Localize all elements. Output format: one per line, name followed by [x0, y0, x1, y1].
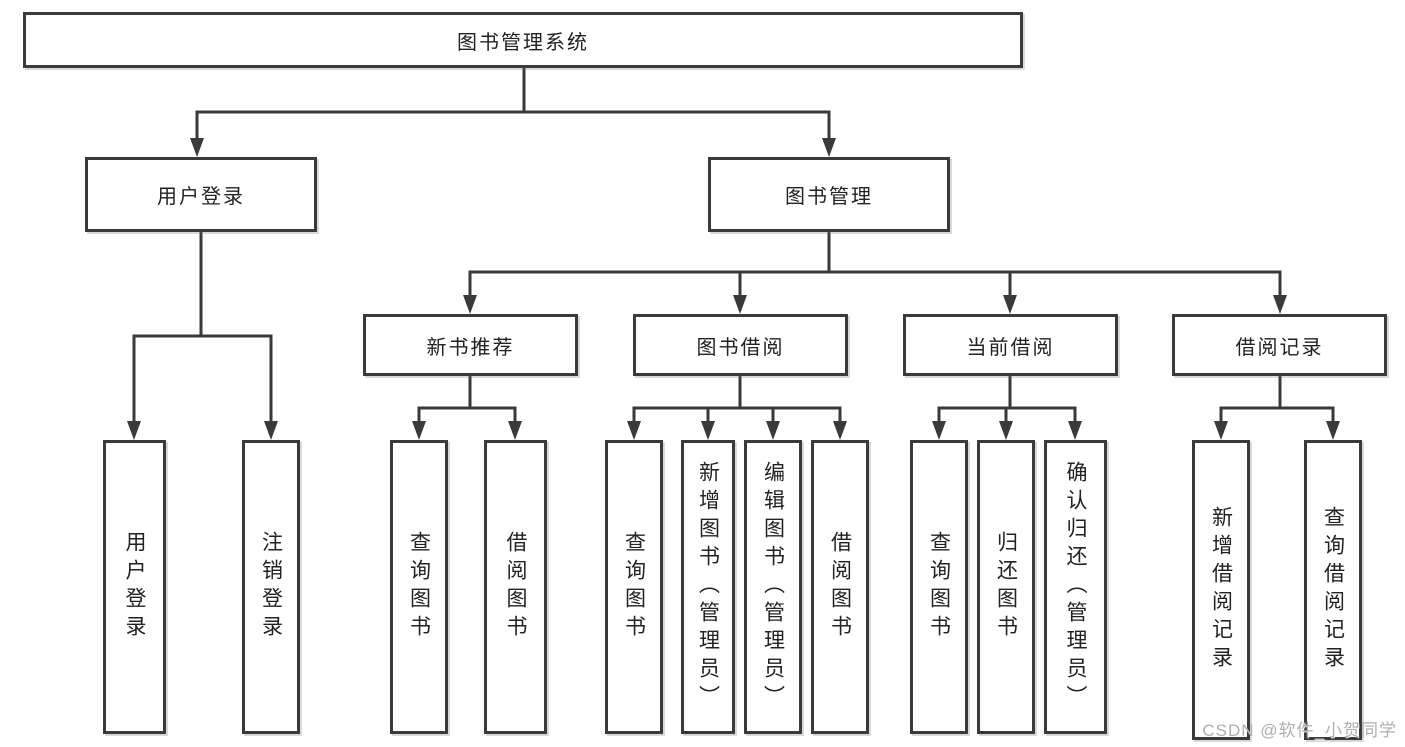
arrowhead [999, 421, 1013, 440]
leaf-user-login-label: 用户登录 [123, 531, 146, 643]
connector-new-book-children [412, 374, 522, 440]
node-library-system-label: 图书管理系统 [457, 31, 589, 54]
leaf-query-books-current-label: 查询图书 [927, 531, 951, 643]
leaf-query-books-borrowing-label: 查询图书 [622, 531, 646, 643]
node-book-borrowing: 图书借阅 [633, 314, 848, 376]
arrowhead [733, 295, 747, 314]
arrowhead [701, 421, 715, 440]
leaf-query-books-borrowing: 查询图书 [605, 440, 663, 734]
leaf-query-borrow-record: 查询借阅记录 [1304, 440, 1362, 740]
arrowhead [1003, 295, 1017, 314]
arrowhead [1068, 421, 1082, 440]
node-book-management-label: 图书管理 [785, 186, 873, 208]
leaf-edit-book-admin-label: 编辑图书（管理员） [761, 461, 785, 713]
leaf-confirm-return-admin: 确认归还（管理员） [1044, 440, 1107, 734]
connector-current-borrowing-children [932, 374, 1082, 440]
leaf-query-books-recommend: 查询图书 [390, 440, 448, 734]
leaf-logout: 注销登录 [242, 440, 300, 734]
leaf-add-borrow-record-label: 新增借阅记录 [1209, 506, 1233, 674]
node-borrow-records: 借阅记录 [1172, 314, 1387, 376]
leaf-return-books: 归还图书 [977, 440, 1035, 734]
arrowhead [1326, 421, 1340, 440]
arrowhead [627, 421, 641, 440]
arrowhead [766, 421, 780, 440]
connector-root-to-level2 [190, 66, 836, 157]
leaf-logout-label: 注销登录 [259, 531, 283, 643]
node-current-borrowing-label: 当前借阅 [966, 336, 1055, 359]
node-library-system: 图书管理系统 [23, 12, 1023, 68]
connector-user-login-children [127, 230, 278, 440]
leaf-query-books-current: 查询图书 [910, 440, 968, 734]
node-new-book-recommend-label: 新书推荐 [426, 336, 515, 359]
leaf-borrow-books-recommend: 借阅图书 [484, 440, 547, 734]
leaf-query-borrow-record-label: 查询借阅记录 [1321, 506, 1345, 674]
node-user-login-label: 用户登录 [157, 186, 245, 208]
arrowhead [508, 421, 522, 440]
arrowhead [190, 138, 204, 157]
leaf-confirm-return-admin-label: 确认归还（管理员） [1064, 461, 1087, 713]
arrowhead [463, 295, 477, 314]
connector-book-management-to-level3 [463, 230, 1287, 314]
connector-borrow-records-children [1214, 374, 1340, 440]
csdn-watermark: CSDN @软件_小贺同学 [1202, 721, 1397, 740]
leaf-edit-book-admin: 编辑图书（管理员） [744, 440, 802, 734]
leaf-add-book-admin-label: 新增图书（管理员） [696, 461, 720, 713]
arrowhead [1273, 295, 1287, 314]
leaf-add-borrow-record: 新增借阅记录 [1192, 440, 1250, 740]
arrowhead [1214, 421, 1228, 440]
arrowhead [264, 421, 278, 440]
node-current-borrowing: 当前借阅 [903, 314, 1118, 376]
connector-book-borrowing-children [627, 374, 847, 440]
leaf-user-login: 用户登录 [103, 440, 166, 734]
node-borrow-records-label: 借阅记录 [1235, 336, 1324, 359]
leaf-query-books-recommend-label: 查询图书 [407, 531, 431, 643]
node-book-management: 图书管理 [708, 157, 950, 232]
node-new-book-recommend: 新书推荐 [363, 314, 578, 376]
arrowhead [932, 421, 946, 440]
arrowhead [822, 138, 836, 157]
node-user-login: 用户登录 [85, 157, 317, 232]
leaf-borrow-books-label: 借阅图书 [828, 531, 852, 643]
arrowhead [412, 421, 426, 440]
leaf-borrow-books-recommend-label: 借阅图书 [504, 531, 527, 643]
arrowhead [833, 421, 847, 440]
node-book-borrowing-label: 图书借阅 [696, 336, 785, 359]
leaf-return-books-label: 归还图书 [994, 531, 1018, 643]
arrowhead [127, 421, 141, 440]
leaf-add-book-admin: 新增图书（管理员） [681, 440, 735, 734]
leaf-borrow-books: 借阅图书 [811, 440, 869, 734]
